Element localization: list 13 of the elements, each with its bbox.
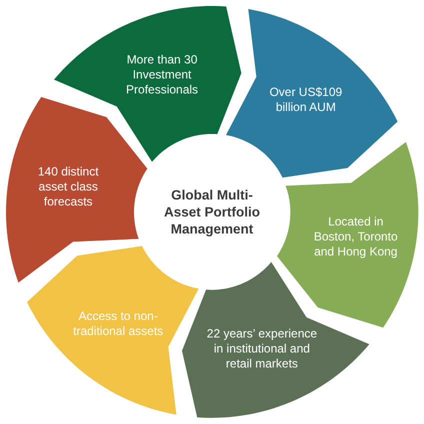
segment-text: Access to non-traditional assets <box>72 308 164 339</box>
segment-text: Over US$109 billion AUM <box>268 85 344 116</box>
ring-segment <box>276 142 418 328</box>
segment-text: More than 30 Investment Professionals <box>125 52 200 98</box>
ring-segment <box>226 9 398 178</box>
ring-segment <box>54 6 242 162</box>
ring-segment <box>26 246 198 415</box>
ring-segment <box>182 262 370 418</box>
center-title: Global Multi-Asset Portfolio Management <box>160 186 264 238</box>
segment-text: 22 years’ experience in institutional and retail markets <box>206 326 318 372</box>
ring-segment <box>6 96 148 282</box>
segment-text: Located in Boston, Toronto and Hong Kong <box>312 214 399 260</box>
segment-text: 140 distinct asset class forecasts <box>36 164 100 210</box>
